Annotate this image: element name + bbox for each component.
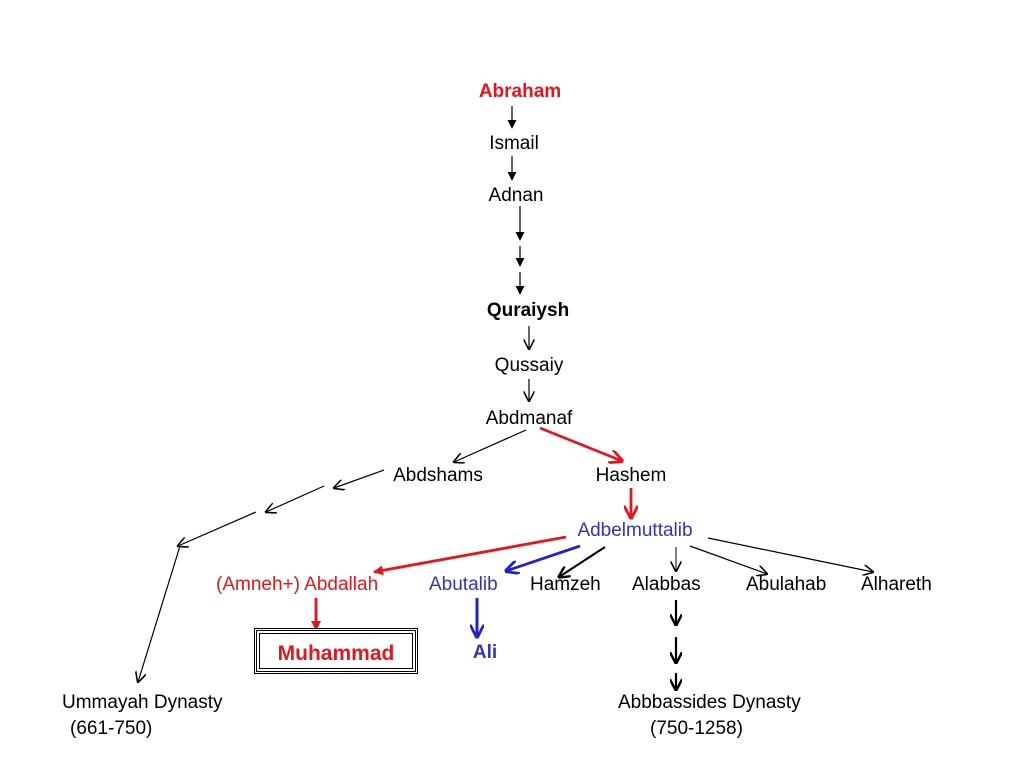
arrow-abdshams-gap-1	[334, 469, 385, 488]
arrow-adbelmuttalib-abutalib	[506, 544, 581, 571]
node-alhareth: Alhareth	[861, 574, 932, 595]
node-ummayah-dynasty: Ummayah Dynasty	[62, 692, 223, 713]
arrow-adbelmuttalib-abulahab	[689, 545, 767, 574]
node-quraiysh: Quraiysh	[486, 300, 570, 321]
arrow-gap-1-gap-2	[266, 485, 325, 512]
node-qussaiy: Qussaiy	[494, 355, 564, 376]
node-abdallah: (Amneh+) Abdallah	[216, 574, 379, 595]
node-abulahab: Abulahab	[746, 574, 827, 595]
muhammad-frame-inner	[259, 633, 413, 669]
arrow-to-ummayah	[138, 545, 181, 682]
node-ali: Ali	[472, 642, 498, 663]
arrow-adbelmuttalib-hamzeh	[559, 546, 606, 577]
node-ummayah-years: (661-750)	[70, 718, 153, 739]
node-abutalib: Abutalib	[429, 574, 498, 595]
node-abraham: Abraham	[478, 81, 562, 102]
node-ismail: Ismail	[489, 133, 539, 154]
node-alabbas: Alabbas	[632, 574, 701, 595]
node-adnan: Adnan	[488, 185, 544, 206]
node-abbassides-dynasty: Abbbassides Dynasty	[618, 692, 801, 713]
node-muhammad: Muhammad	[277, 642, 395, 665]
node-abbassides-years: (750-1258)	[650, 718, 743, 739]
node-abdmanaf: Abdmanaf	[485, 408, 573, 429]
node-abdshams: Abdshams	[393, 465, 483, 486]
arrow-adbelmuttalib-alhareth	[707, 537, 873, 572]
muhammad-frame	[254, 628, 418, 674]
arrow-gap-2-gap-3	[178, 511, 257, 546]
node-hashem: Hashem	[595, 465, 667, 486]
arrow-abdmanaf-abdshams	[454, 429, 527, 462]
arrow-abdmanaf-hashem	[539, 426, 622, 461]
node-adbelmuttalib: Adbelmuttalib	[577, 520, 693, 541]
node-hamzeh: Hamzeh	[530, 574, 601, 595]
arrow-adbelmuttalib-abdallah	[373, 535, 567, 576]
